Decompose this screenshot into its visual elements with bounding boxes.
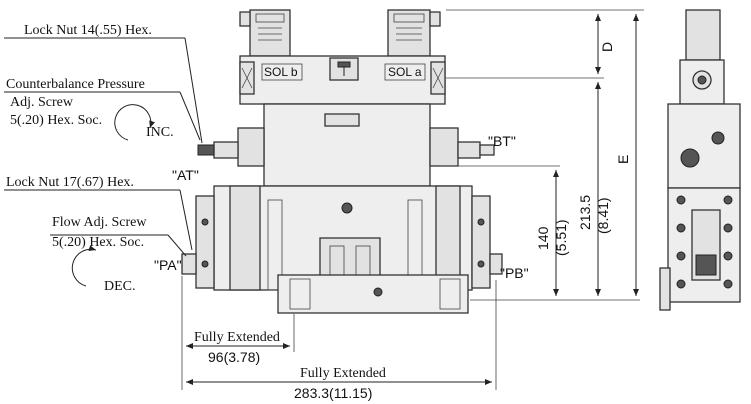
fully-extended-label-1: Fully Extended (194, 330, 280, 345)
counterbalance-block (197, 103, 495, 187)
side-view (659, 9, 741, 311)
solenoid-b-coil (239, 9, 291, 57)
lock-nut-17-label: Lock Nut 17(.67) Hex. (6, 175, 134, 190)
main-valve-body (181, 185, 503, 291)
counterbalance-label-2: Adj. Screw (10, 95, 74, 110)
dim-140-mm: 140 (535, 226, 551, 250)
port-at-label: "AT" (172, 167, 199, 183)
dim-e-label: E (615, 155, 631, 164)
port-pa-label: "PA" (154, 257, 182, 273)
lock-nut-14-label: Lock Nut 14(.55) Hex. (24, 23, 152, 38)
horizontal-dimensions (181, 276, 497, 390)
counterbalance-label-1: Counterbalance Pressure (6, 77, 145, 92)
subplate (277, 274, 469, 314)
dim-283-label: 283.3(11.15) (294, 385, 372, 401)
vertical-dimensions (440, 9, 644, 301)
flow-adj-label-2: 5(.20) Hex. Soc. (52, 235, 144, 250)
dec-label: DEC. (104, 279, 136, 294)
flow-adj-label-1: Flow Adj. Screw (52, 215, 147, 230)
dim-213-mm: 213.5 (577, 195, 593, 230)
port-pb-label: "PB" (500, 265, 529, 281)
counterbalance-label-3: 5(.20) Hex. Soc. (10, 113, 102, 128)
dim-140-in: (5.51) (553, 219, 569, 256)
dim-213-in: (8.41) (595, 197, 611, 234)
fully-extended-label-2: Fully Extended (300, 366, 386, 381)
dim-d-label: D (599, 42, 615, 52)
solenoid-a-coil (387, 9, 441, 57)
inc-label: INC. (146, 125, 174, 140)
sol-a-label: SOL a (388, 65, 422, 79)
port-bt-label: "BT" (488, 133, 516, 149)
sol-b-label: SOL b (264, 65, 298, 79)
solenoid-housing (239, 55, 446, 105)
callout-leaders (4, 37, 203, 287)
dim-96-label: 96(3.78) (208, 349, 260, 365)
